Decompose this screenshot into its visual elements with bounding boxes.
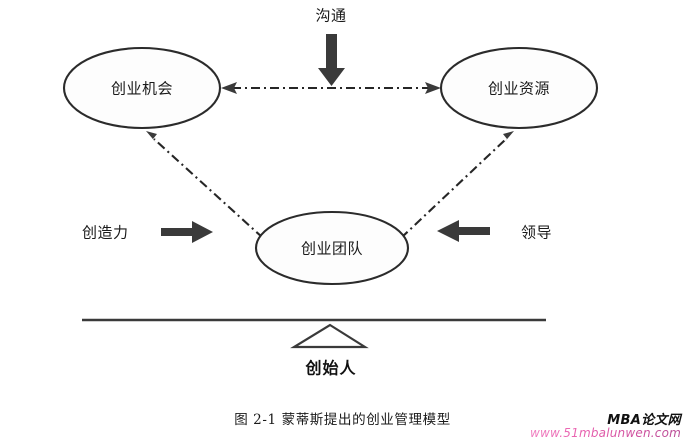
arrowhead-right: [425, 82, 441, 94]
node-resource[interactable]: 创业资源: [439, 46, 599, 130]
leadership-arrow-icon: [437, 220, 490, 242]
creativity-arrow-icon: [161, 221, 213, 243]
fulcrum-label: 创始人: [304, 359, 356, 378]
force-creativity: 创造力: [82, 221, 213, 243]
arrowhead-up-left: [146, 131, 158, 145]
force-communication: 沟通: [315, 7, 346, 86]
balance-base: 创始人: [82, 318, 546, 378]
node-team[interactable]: 创业团队: [254, 210, 410, 286]
node-resource-shape: [439, 46, 599, 130]
watermark-url: www.51mbalunwen.com: [529, 426, 681, 441]
node-opportunity-label: 创业机会: [111, 80, 173, 98]
watermark: MBA论文网 www.51mbalunwen.com: [530, 414, 681, 440]
node-team-shape: [254, 210, 410, 286]
force-leadership: 领导: [437, 220, 552, 242]
node-opportunity[interactable]: 创业机会: [62, 46, 222, 130]
arrowhead-left: [221, 82, 237, 94]
watermark-brand: MBA论文网: [607, 412, 681, 428]
fulcrum-triangle: [290, 323, 369, 349]
force-creativity-label: 创造力: [82, 224, 129, 242]
link-opportunity-resource: [221, 82, 441, 94]
node-opportunity-shape: [62, 46, 222, 130]
figure-caption: 图 2-1 蒙蒂斯提出的创业管理模型: [234, 412, 451, 428]
arrowhead-up-right: [502, 131, 514, 145]
communication-arrow-icon: [318, 34, 345, 86]
node-resource-label: 创业资源: [488, 80, 550, 98]
node-team-label: 创业团队: [301, 240, 363, 258]
force-communication-label: 沟通: [315, 7, 346, 25]
force-leadership-label: 领导: [521, 224, 552, 242]
